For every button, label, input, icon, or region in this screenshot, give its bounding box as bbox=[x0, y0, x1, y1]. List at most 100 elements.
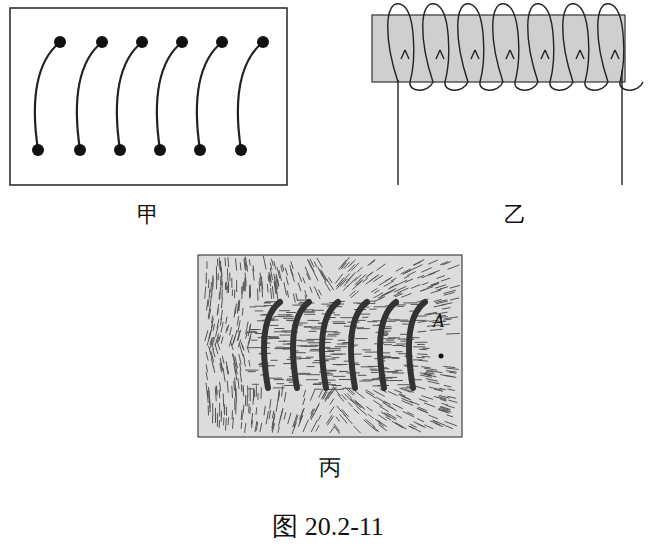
filing bbox=[362, 317, 368, 318]
filing bbox=[339, 371, 346, 372]
filing bbox=[326, 348, 333, 349]
filing bbox=[367, 321, 377, 322]
filing bbox=[218, 273, 219, 280]
filing bbox=[421, 367, 431, 368]
filing bbox=[299, 373, 311, 374]
filing bbox=[227, 381, 228, 393]
filing bbox=[421, 396, 433, 400]
filing bbox=[426, 371, 433, 372]
solenoid-coil bbox=[264, 302, 425, 388]
wire-end-dot bbox=[216, 36, 228, 48]
filing bbox=[441, 406, 451, 409]
filing bbox=[234, 290, 235, 299]
filing bbox=[419, 349, 427, 350]
filing bbox=[340, 279, 345, 285]
filing bbox=[383, 356, 391, 357]
filing bbox=[422, 275, 428, 278]
filing bbox=[238, 339, 241, 347]
filing bbox=[229, 335, 233, 347]
photo-frame bbox=[198, 255, 462, 437]
filing bbox=[303, 390, 305, 398]
coil-turn bbox=[458, 4, 503, 91]
filing bbox=[288, 413, 291, 424]
filing bbox=[303, 398, 305, 405]
filing bbox=[373, 401, 382, 407]
filing bbox=[417, 424, 424, 427]
filing bbox=[286, 277, 288, 285]
filing bbox=[428, 260, 438, 264]
filing bbox=[241, 342, 244, 350]
filing bbox=[216, 386, 218, 394]
filing bbox=[247, 385, 248, 397]
filing bbox=[339, 371, 348, 372]
filing bbox=[384, 357, 398, 358]
filing bbox=[371, 379, 378, 380]
filing bbox=[384, 290, 394, 295]
filing bbox=[253, 268, 254, 280]
filing bbox=[343, 285, 348, 291]
filing bbox=[245, 258, 247, 270]
filing bbox=[315, 389, 322, 390]
filing bbox=[447, 415, 454, 417]
filing bbox=[290, 265, 294, 276]
filing bbox=[417, 353, 427, 355]
filing bbox=[304, 326, 312, 327]
filing bbox=[226, 407, 227, 416]
filing bbox=[248, 404, 250, 413]
filing bbox=[428, 270, 440, 275]
filing bbox=[219, 403, 220, 417]
filing bbox=[359, 381, 371, 382]
filing bbox=[330, 354, 342, 355]
filing bbox=[329, 277, 333, 283]
filing bbox=[241, 414, 243, 421]
filing bbox=[271, 259, 273, 266]
filing bbox=[368, 414, 373, 418]
filing bbox=[325, 282, 331, 292]
filing bbox=[298, 283, 301, 292]
filing bbox=[310, 345, 320, 346]
filing bbox=[252, 384, 259, 385]
filing bbox=[219, 420, 220, 428]
filing bbox=[241, 384, 242, 392]
filing bbox=[250, 331, 257, 332]
filing bbox=[350, 290, 356, 296]
filing bbox=[237, 316, 239, 325]
filing bbox=[388, 391, 397, 395]
filing bbox=[395, 423, 406, 430]
filing bbox=[243, 405, 245, 414]
filing bbox=[251, 340, 257, 341]
filing bbox=[206, 352, 208, 361]
filing bbox=[244, 361, 245, 367]
panel-frame bbox=[10, 8, 287, 185]
filing bbox=[339, 260, 347, 270]
filing bbox=[274, 328, 284, 329]
filing bbox=[219, 287, 221, 300]
filing bbox=[379, 423, 384, 427]
filing bbox=[325, 392, 331, 402]
filing bbox=[413, 346, 425, 347]
filing bbox=[332, 357, 340, 358]
filing bbox=[279, 310, 290, 311]
filing bbox=[381, 412, 390, 418]
filing bbox=[311, 409, 314, 415]
filing bbox=[250, 329, 261, 330]
filing bbox=[422, 283, 428, 285]
filing bbox=[379, 406, 388, 412]
filing bbox=[245, 423, 246, 433]
filing bbox=[254, 390, 255, 398]
filing bbox=[401, 269, 411, 274]
filing bbox=[342, 409, 349, 417]
filing bbox=[446, 333, 460, 335]
filing bbox=[446, 426, 454, 429]
filing bbox=[264, 406, 265, 416]
filing bbox=[354, 426, 361, 433]
filing bbox=[278, 390, 279, 401]
filing bbox=[286, 314, 293, 315]
filing bbox=[386, 378, 393, 379]
filing bbox=[213, 324, 215, 331]
filing bbox=[257, 393, 258, 400]
filing bbox=[255, 310, 263, 311]
filing bbox=[395, 370, 403, 371]
filing bbox=[279, 270, 282, 281]
filing bbox=[371, 372, 378, 373]
